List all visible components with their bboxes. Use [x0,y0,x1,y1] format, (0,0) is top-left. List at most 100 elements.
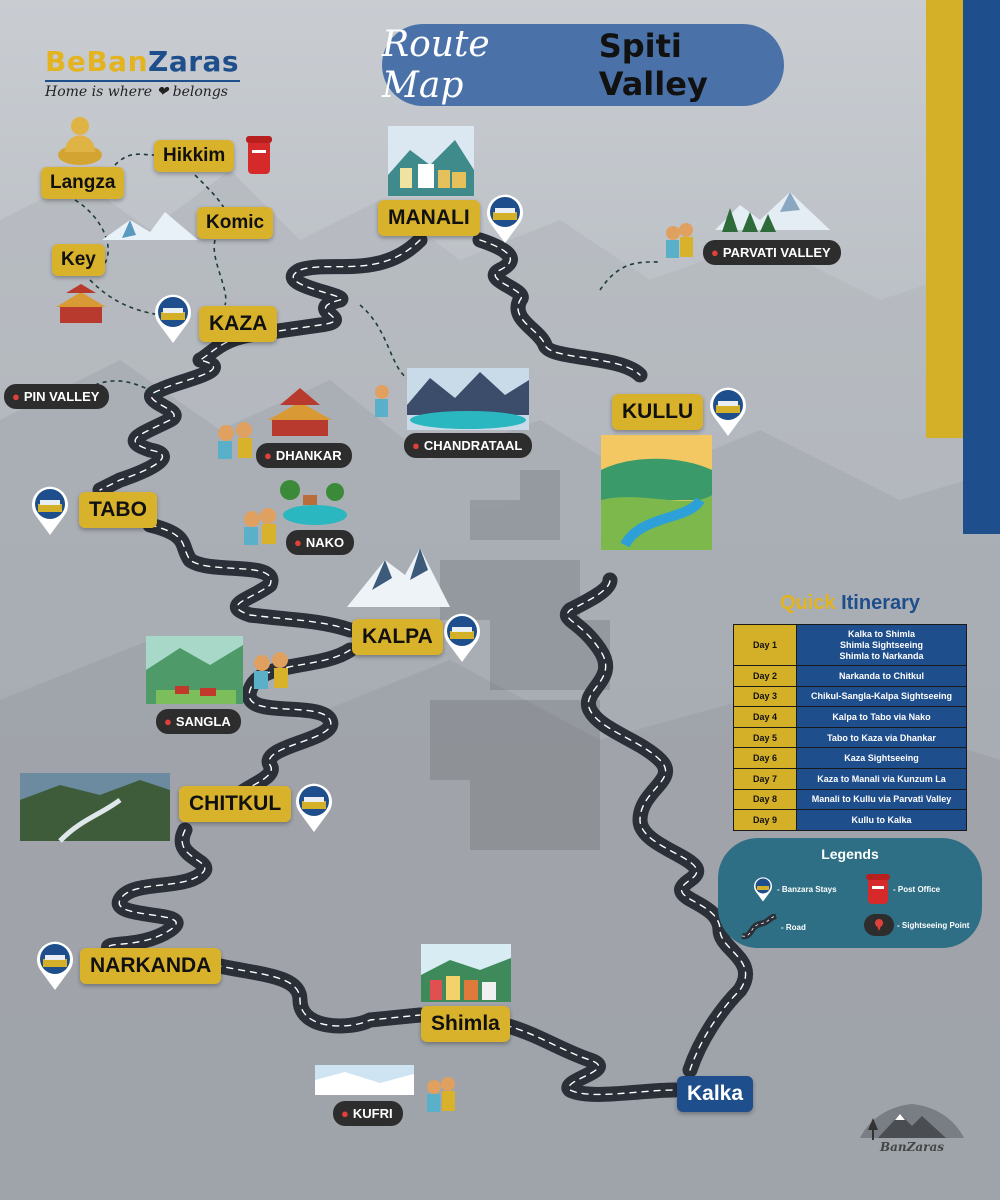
stop-label-key[interactable]: Key [52,244,105,276]
kalpa-image [347,548,450,607]
stop-label-komic[interactable]: Komic [197,207,274,239]
sightseeing-dhankar[interactable]: ●DHANKAR [256,443,352,468]
sightseeing-pin-valley[interactable]: ●PIN VALLEY [4,384,110,409]
stay-pin-kalpa[interactable] [442,611,482,663]
sightseeing-label: PIN VALLEY [23,389,100,404]
itinerary-plan: Kalka to Shimla Shimla Sightseeing Shiml… [796,624,967,666]
stay-pin-chitkul[interactable] [294,781,334,833]
brand-logo: BeBanZaras Home is where ❤ belongs [45,45,245,100]
post-box-icon [866,874,890,904]
kufri-image [315,1065,414,1095]
sightseeing-sangla[interactable]: ●SANGLA [156,709,241,734]
legend-label-post-office: - Post Office [893,884,941,894]
itinerary-plan: Kullu to Kalka [796,809,967,831]
legend-title: Legends [821,846,879,862]
itinerary-plan: Manali to Kullu via Parvati Valley [796,788,967,811]
stay-pin-narkanda[interactable] [35,939,75,991]
accent-bar-yellow [926,0,963,438]
legend-item-road: - Road [740,914,806,940]
nako-image [280,480,347,525]
sightseeing-label: PARVATI VALLEY [722,245,831,260]
stay-pin-kaza[interactable] [153,292,193,344]
stop-label-manali[interactable]: MANALI [378,200,480,236]
accent-bar-blue [963,0,1000,534]
key-monastery-image [56,284,106,323]
location-pin-icon: ● [264,448,272,463]
itinerary-day: Day 5 [733,726,797,749]
brand-name: BeBanZaras [45,45,245,78]
legend-label-sightseeing: - Sightseeing Point [897,920,970,930]
stay-pin-kullu[interactable] [708,385,748,437]
legend-label-road: - Road [781,922,806,932]
itinerary-plan: Kaza Sightseeing [796,747,967,769]
watermark-text: BanZaras [880,1140,945,1154]
stop-label-langza[interactable]: Langza [41,167,125,199]
stop-label-shimla[interactable]: Shimla [421,1006,510,1042]
location-pin-icon: ● [164,714,172,729]
itinerary-plan: Kaza to Manali via Kunzum La [796,767,967,790]
chandrataal-image [407,368,529,430]
stop-label-kalpa[interactable]: KALPA [352,619,443,655]
itinerary-title-part1: Quick [779,592,836,614]
langza-buddha-image [58,117,102,165]
sightseeing-pin-icon [864,914,894,936]
legend-item-stays: - Banzara Stays [752,876,837,902]
itinerary-day: Day 8 [733,788,797,811]
sightseeing-label: SANGLA [175,714,231,729]
legend-label-stays: - Banzara Stays [777,884,837,894]
stop-label-hikkim[interactable]: Hikkim [154,140,235,172]
stay-pin-manali[interactable] [485,192,525,244]
stay-pin-icon [754,877,772,902]
itinerary-day: Day 2 [733,665,797,687]
itinerary-plan: Kalpa to Tabo via Nako [796,706,967,728]
location-pin-icon: ● [341,1106,349,1121]
sightseeing-nako[interactable]: ●NAKO [286,530,355,555]
traveler-icons [218,223,693,1112]
sangla-image [146,636,243,704]
stop-label-kalka[interactable]: Kalka [677,1076,754,1112]
stop-label-kullu[interactable]: KULLU [612,394,704,430]
stop-label-narkanda[interactable]: NARKANDA [80,948,222,984]
brand-name-part2: Zaras [148,45,240,78]
sightseeing-label: NAKO [305,535,345,550]
location-pin-icon: ● [412,438,420,453]
stop-label-tabo[interactable]: TABO [79,492,157,528]
sightseeing-parvati-valley[interactable]: ●PARVATI VALLEY [703,240,841,265]
sightseeing-label: CHANDRATAAL [423,438,523,453]
itinerary-title: Quick Itinerary [732,592,968,615]
itinerary-plan: Narkanda to Chitkul [796,665,967,687]
legend-item-post-office: - Post Office [866,874,940,904]
itinerary-day: Day 4 [733,706,797,728]
stay-pin-tabo[interactable] [30,484,70,536]
post-office-image [246,136,272,174]
sightseeing-chandrataal[interactable]: ●CHANDRATAAL [404,433,533,458]
location-pin-icon: ● [711,245,719,260]
itinerary-day: Day 3 [733,685,797,708]
parvati-valley-image [715,192,830,232]
brand-underline [45,80,240,82]
stop-label-chitkul[interactable]: CHITKUL [179,786,292,822]
itinerary-day: Day 6 [733,747,797,769]
snow-peak-image [102,212,198,240]
sightseeing-label: KUFRI [352,1106,393,1121]
itinerary-title-part2: Itinerary [841,592,921,614]
legend-item-sightseeing: - Sightseeing Point [864,914,969,936]
itinerary-day: Day 9 [733,809,797,831]
dhankar-monastery-image [268,388,332,436]
sightseeing-kufri[interactable]: ●KUFRI [333,1101,403,1126]
shimla-image [421,944,511,1002]
stop-label-kaza[interactable]: KAZA [199,306,278,342]
chitkul-image [20,773,170,843]
brand-name-part1: BeBan [45,45,149,78]
kullu-image [601,435,712,550]
itinerary-plan: Chikul-Sangla-Kalpa Sightseeing [796,685,967,708]
